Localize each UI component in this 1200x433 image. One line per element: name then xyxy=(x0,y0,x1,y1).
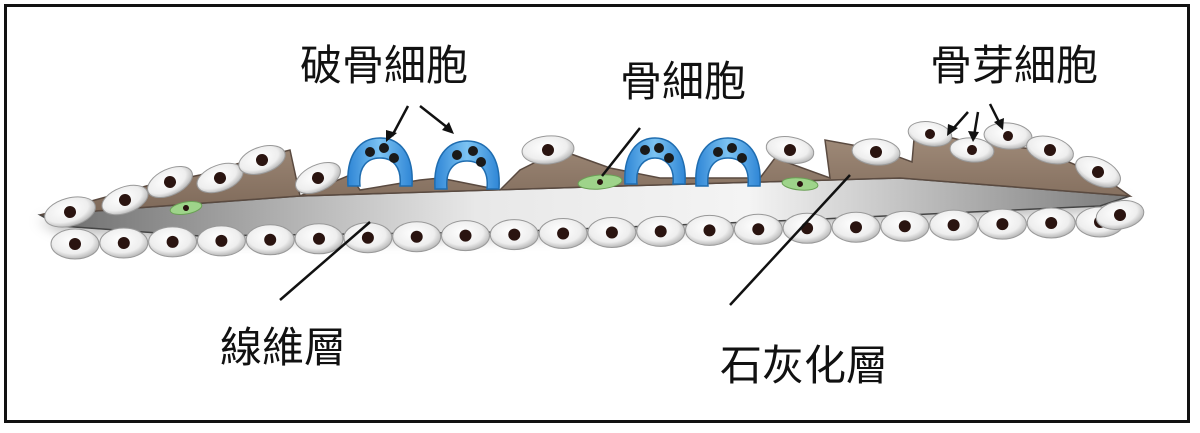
lining-cell xyxy=(441,220,490,252)
lining-cell xyxy=(50,228,100,260)
leader-calcified-layer xyxy=(729,174,851,306)
label-fibrous-layer: 線維層 xyxy=(220,323,346,372)
label-osteoclast: 破骨細胞 xyxy=(300,41,468,90)
osteoclast xyxy=(434,140,500,190)
lining-cells-bottom xyxy=(50,206,1125,260)
lining-cell xyxy=(880,210,930,242)
band-end-cells xyxy=(1095,200,1145,230)
arrowhead xyxy=(994,118,1004,130)
lining-cells-top xyxy=(44,121,1121,228)
lining-cell xyxy=(148,226,198,258)
lining-cell xyxy=(489,219,539,251)
osteoclast xyxy=(695,137,761,187)
lining-cell xyxy=(538,218,588,249)
label-osteocyte: 骨細胞 xyxy=(620,57,746,106)
label-calcified-layer: 石灰化層 xyxy=(720,341,888,390)
lining-cell xyxy=(1026,207,1076,239)
lining-cell xyxy=(294,223,344,255)
arrowhead xyxy=(968,131,979,142)
osteocyte-cells xyxy=(169,174,819,216)
osteoclast xyxy=(347,137,413,187)
osteoclast-cells xyxy=(347,137,761,190)
lining-cell xyxy=(587,217,637,248)
lining-cell xyxy=(733,213,783,245)
annotation-lines xyxy=(279,103,1004,306)
lining-cell xyxy=(977,208,1027,240)
arrow-osteoclast-right xyxy=(419,105,449,129)
arrowhead xyxy=(947,124,958,136)
label-osteoblast: 骨芽細胞 xyxy=(930,41,1098,90)
lining-cell xyxy=(343,222,393,254)
arrowhead xyxy=(386,130,397,142)
osteoclast xyxy=(624,137,686,185)
arrowhead xyxy=(442,122,454,134)
lining-cell xyxy=(196,225,246,257)
osteocyte xyxy=(577,174,623,190)
lining-cell xyxy=(831,211,881,243)
leader-osteocyte xyxy=(601,127,641,177)
lining-cell xyxy=(636,215,686,247)
lining-cell xyxy=(929,209,979,241)
lining-cell xyxy=(685,214,734,246)
lining-cell xyxy=(392,221,442,253)
lining-cell xyxy=(99,227,149,259)
leader-fibrous-layer xyxy=(279,221,371,301)
arrow-osteoclast-left xyxy=(390,105,410,137)
osteocyte xyxy=(781,177,819,191)
lining-cell xyxy=(245,224,295,256)
osteocyte xyxy=(169,200,203,216)
